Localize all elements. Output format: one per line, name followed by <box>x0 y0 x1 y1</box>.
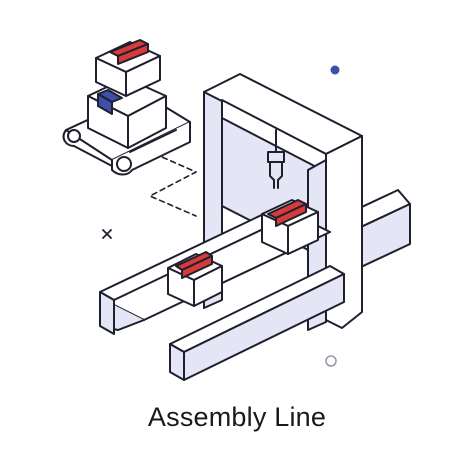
dashed-guide-path <box>145 149 197 217</box>
robotic-gripper-icon <box>267 129 285 189</box>
cardboard-box-front <box>167 251 223 307</box>
ring-sparkle-icon <box>325 355 337 367</box>
cardboard-box-stack-upper <box>95 39 161 97</box>
cardboard-box-gate <box>261 199 319 255</box>
cross-sparkle-icon <box>102 229 112 239</box>
caption-title: Assembly Line <box>147 402 327 432</box>
dot-sparkle-icon <box>330 65 340 75</box>
